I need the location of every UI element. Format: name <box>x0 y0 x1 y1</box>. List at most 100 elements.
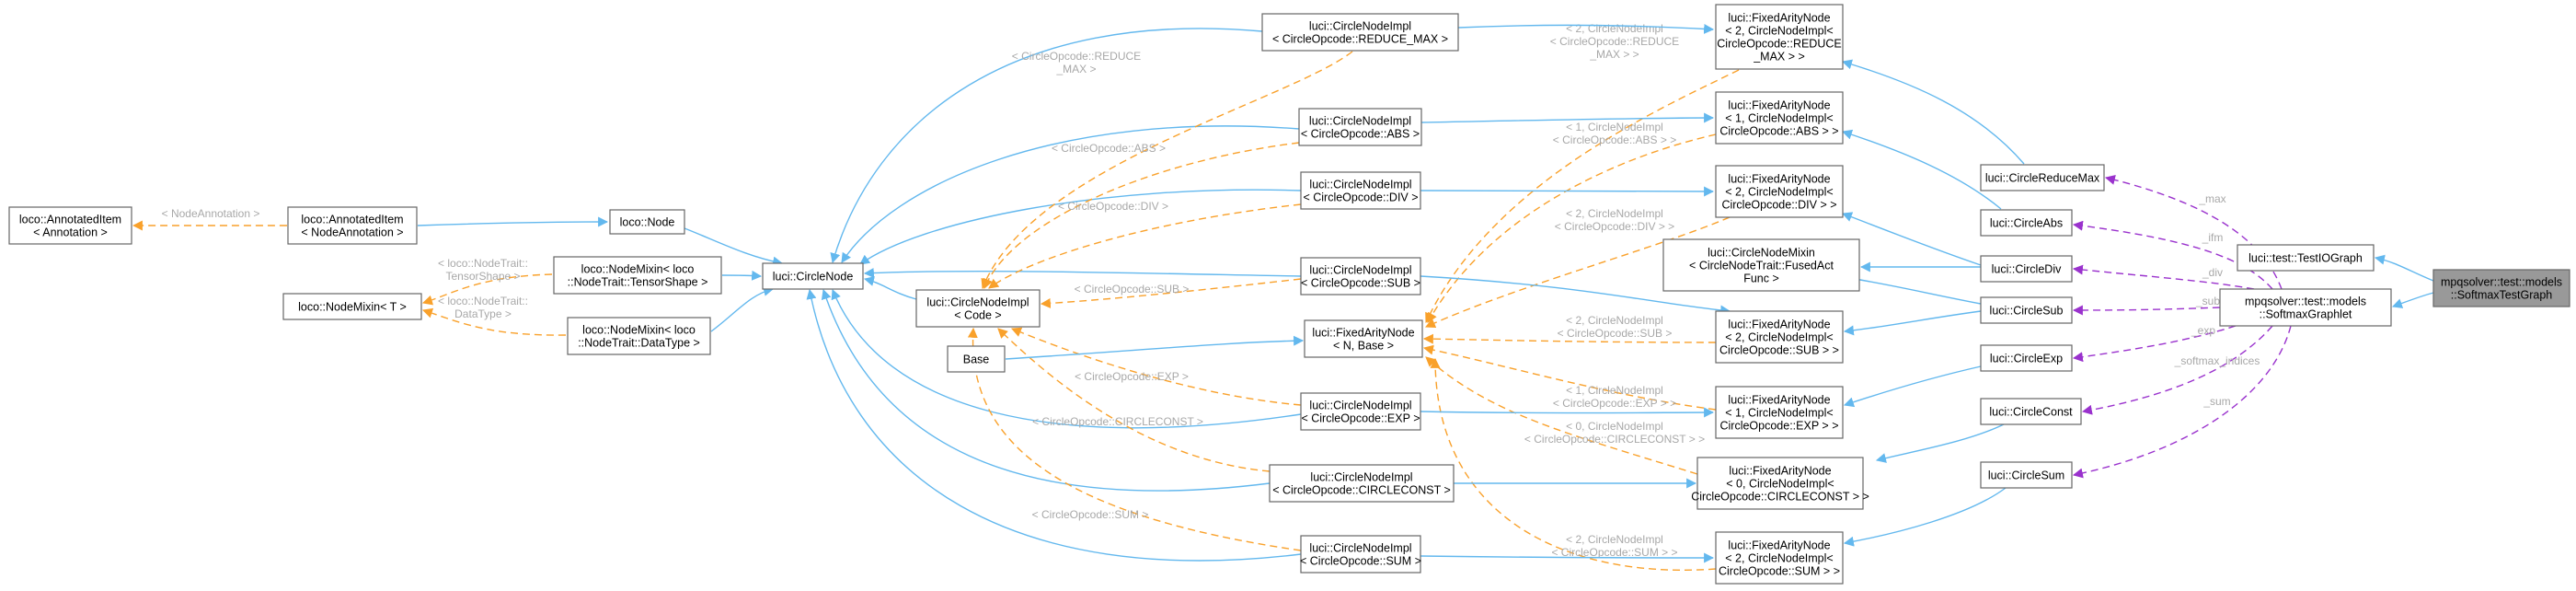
class-node-circle-node[interactable]: luci::CircleNode <box>762 262 864 290</box>
class-node-cni-abs[interactable]: luci::CircleNodeImpl< CircleOpcode::ABS … <box>1298 108 1422 146</box>
edge-line <box>710 285 775 332</box>
class-node-c-exp[interactable]: luci::CircleExp <box>1980 344 2073 372</box>
edge-line <box>1841 59 2025 165</box>
class-node-cni-const[interactable]: luci::CircleNodeImpl< CircleOpcode::CIRC… <box>1269 464 1455 503</box>
class-node-label: CircleOpcode::ABS > > <box>1719 125 1838 138</box>
edge-label: _sum <box>2202 395 2230 408</box>
class-node-base[interactable]: Base <box>947 345 1006 373</box>
class-node-fan-div[interactable]: luci::FixedArityNode< 2, CircleNodeImpl<… <box>1715 165 1844 218</box>
class-node-label: luci::CircleNodeImpl <box>1309 115 1411 128</box>
edge-label: < CircleOpcode::REDUCE <box>1550 35 1679 48</box>
class-node-label: ::NodeTrait::TensorShape > <box>568 276 708 289</box>
class-node-nm-dt[interactable]: loco::NodeMixin< loco::NodeTrait::DataTy… <box>567 317 711 355</box>
edge-label: < 0, CircleNodeImpl <box>1566 420 1663 433</box>
class-node-label: luci::CircleNodeImpl <box>1309 264 1411 277</box>
class-node-label: loco::AnnotatedItem <box>19 214 121 226</box>
class-node-box <box>1980 296 2073 324</box>
class-node-loco-node[interactable]: loco::Node <box>609 209 685 235</box>
class-node-box <box>1980 398 2082 425</box>
edge-line <box>1422 344 1717 411</box>
class-node-c-div[interactable]: luci::CircleDiv <box>1980 255 2073 283</box>
edge-line <box>830 28 1263 264</box>
edge-line <box>2072 220 2273 290</box>
class-node-fan-abs[interactable]: luci::FixedArityNode< 1, CircleNodeImpl<… <box>1715 91 1844 145</box>
class-node-c-sum[interactable]: luci::CircleSum <box>1980 461 2073 489</box>
class-node-box <box>1715 386 1844 439</box>
class-node-cni-code[interactable]: luci::CircleNodeImpl< Code > <box>915 289 1041 328</box>
class-node-fan-max[interactable]: luci::FixedArityNode< 2, CircleNodeImpl<… <box>1715 4 1844 70</box>
edge-label: < CircleOpcode::EXP > > <box>1553 397 1676 410</box>
edge-label: < 2, CircleNodeImpl <box>1566 314 1663 327</box>
class-node-label: < 2, CircleNodeImpl< <box>1725 331 1833 344</box>
class-node-cnm-fa[interactable]: luci::CircleNodeMixin< CircleNodeTrait::… <box>1662 238 1860 292</box>
class-node-c-const[interactable]: luci::CircleConst <box>1980 398 2082 425</box>
class-node-ai-ann[interactable]: loco::AnnotatedItem< Annotation > <box>8 206 132 245</box>
class-node-label: < CircleOpcode::SUB > <box>1301 277 1420 290</box>
class-node-label: < CircleOpcode::DIV > <box>1303 191 1418 204</box>
class-node-box <box>1980 461 2073 489</box>
edge-line <box>1843 487 2007 547</box>
class-node-cni-sum[interactable]: luci::CircleNodeImpl< CircleOpcode::SUM … <box>1300 535 1421 574</box>
class-node-fan-exp[interactable]: luci::FixedArityNode< 1, CircleNodeImpl<… <box>1715 386 1844 439</box>
edge-cn-sub <box>863 268 1302 279</box>
edge-label: < CircleOpcode::REDUCE <box>1012 50 1141 63</box>
class-node-fan-nb[interactable]: luci::FixedArityNode< N, Base > <box>1304 319 1423 358</box>
class-node-label: luci::CircleNodeMixin <box>1708 247 1815 260</box>
class-node-box <box>287 206 418 245</box>
class-node-sm-graphlet[interactable]: mpqsolver::test::models::SoftmaxGraphlet <box>2219 288 2392 327</box>
class-node-cni-div[interactable]: luci::CircleNodeImpl< CircleOpcode::DIV … <box>1300 171 1421 210</box>
edge-exp-f <box>1420 407 1715 418</box>
class-node-fan-const[interactable]: luci::FixedArityNode< 0, CircleNodeImpl<… <box>1691 457 1869 510</box>
edge-ai-node <box>417 216 609 227</box>
class-node-box <box>1300 392 1421 431</box>
edge-tpl-abs: < CircleOpcode::ABS > <box>983 142 1300 290</box>
class-node-label: < CircleOpcode::EXP > <box>1301 412 1420 425</box>
class-node-cni-sub[interactable]: luci::CircleNodeImpl< CircleOpcode::SUB … <box>1300 257 1421 296</box>
edge-node-cn <box>684 227 784 267</box>
class-node-cni-exp[interactable]: luci::CircleNodeImpl< CircleOpcode::EXP … <box>1300 392 1421 431</box>
edge-line <box>841 125 1300 263</box>
class-node-label: luci::CircleAbs <box>1990 217 2063 230</box>
class-node-c-max[interactable]: luci::CircleReduceMax <box>1980 164 2105 191</box>
edge-line <box>2072 264 2255 290</box>
class-node-label: < 2, CircleNodeImpl< <box>1725 186 1833 199</box>
edge-label: _div <box>2202 266 2223 279</box>
class-node-box <box>1662 238 1860 292</box>
class-node-fan-sum[interactable]: luci::FixedArityNode< 2, CircleNodeImpl<… <box>1715 531 1844 585</box>
edge-label: _MAX > > <box>1589 48 1639 61</box>
class-node-label: luci::FixedArityNode <box>1728 539 1830 552</box>
class-node-fan-sub[interactable]: luci::FixedArityNode< 2, CircleNodeImpl<… <box>1715 310 1844 364</box>
class-node-nm-ts[interactable]: loco::NodeMixin< loco::NodeTrait::Tensor… <box>553 256 722 295</box>
class-node-label: ::SoftmaxTestGraph <box>2451 289 2553 302</box>
class-node-c-sub[interactable]: luci::CircleSub <box>1980 296 2073 324</box>
class-node-label: CircleOpcode::REDUCE <box>1717 38 1841 51</box>
class-node-label: Func > <box>1743 272 1779 285</box>
edge-label: < CircleOpcode::SUB > <box>1558 327 1673 340</box>
class-node-nm-t[interactable]: loco::NodeMixin< T > <box>282 293 422 320</box>
class-node-label: < 1, CircleNodeImpl< <box>1725 112 1833 125</box>
edge-label: < 2, CircleNodeImpl <box>1566 22 1663 35</box>
class-node-box <box>8 206 132 245</box>
class-node-c-abs[interactable]: luci::CircleAbs <box>1980 209 2073 237</box>
edge-line <box>1420 275 1731 316</box>
edge-cn-sum <box>806 288 1302 562</box>
edge-cn-const <box>821 288 1271 492</box>
class-node-cni-max[interactable]: luci::CircleNodeImpl< CircleOpcode::REDU… <box>1261 13 1459 52</box>
class-node-sm-testgraph[interactable]: mpqsolver::test::models::SoftmaxTestGrap… <box>2432 269 2570 307</box>
class-node-ai-na[interactable]: loco::AnnotatedItem< NodeAnnotation > <box>287 206 418 245</box>
class-node-label: luci::CircleNodeImpl <box>1309 542 1411 555</box>
class-node-box <box>609 209 685 235</box>
class-node-label: luci::CircleNodeImpl <box>1310 471 1412 484</box>
class-node-label: luci::test::TestIOGraph <box>2248 252 2363 265</box>
class-node-label: < 2, CircleNodeImpl< <box>1725 552 1833 565</box>
class-node-box <box>1980 255 2073 283</box>
edge-label: TensorShape > <box>445 270 520 283</box>
edge-cn-max <box>830 28 1263 264</box>
edge-line <box>421 307 567 336</box>
class-node-test-io[interactable]: luci::test::TestIOGraph <box>2237 244 2375 272</box>
class-node-label: luci::CircleNodeImpl <box>926 296 1029 309</box>
edge-line <box>859 189 1302 265</box>
edge-line <box>988 203 1302 289</box>
edge-line <box>1425 69 1740 323</box>
edge-u-div: _div <box>2072 264 2255 290</box>
